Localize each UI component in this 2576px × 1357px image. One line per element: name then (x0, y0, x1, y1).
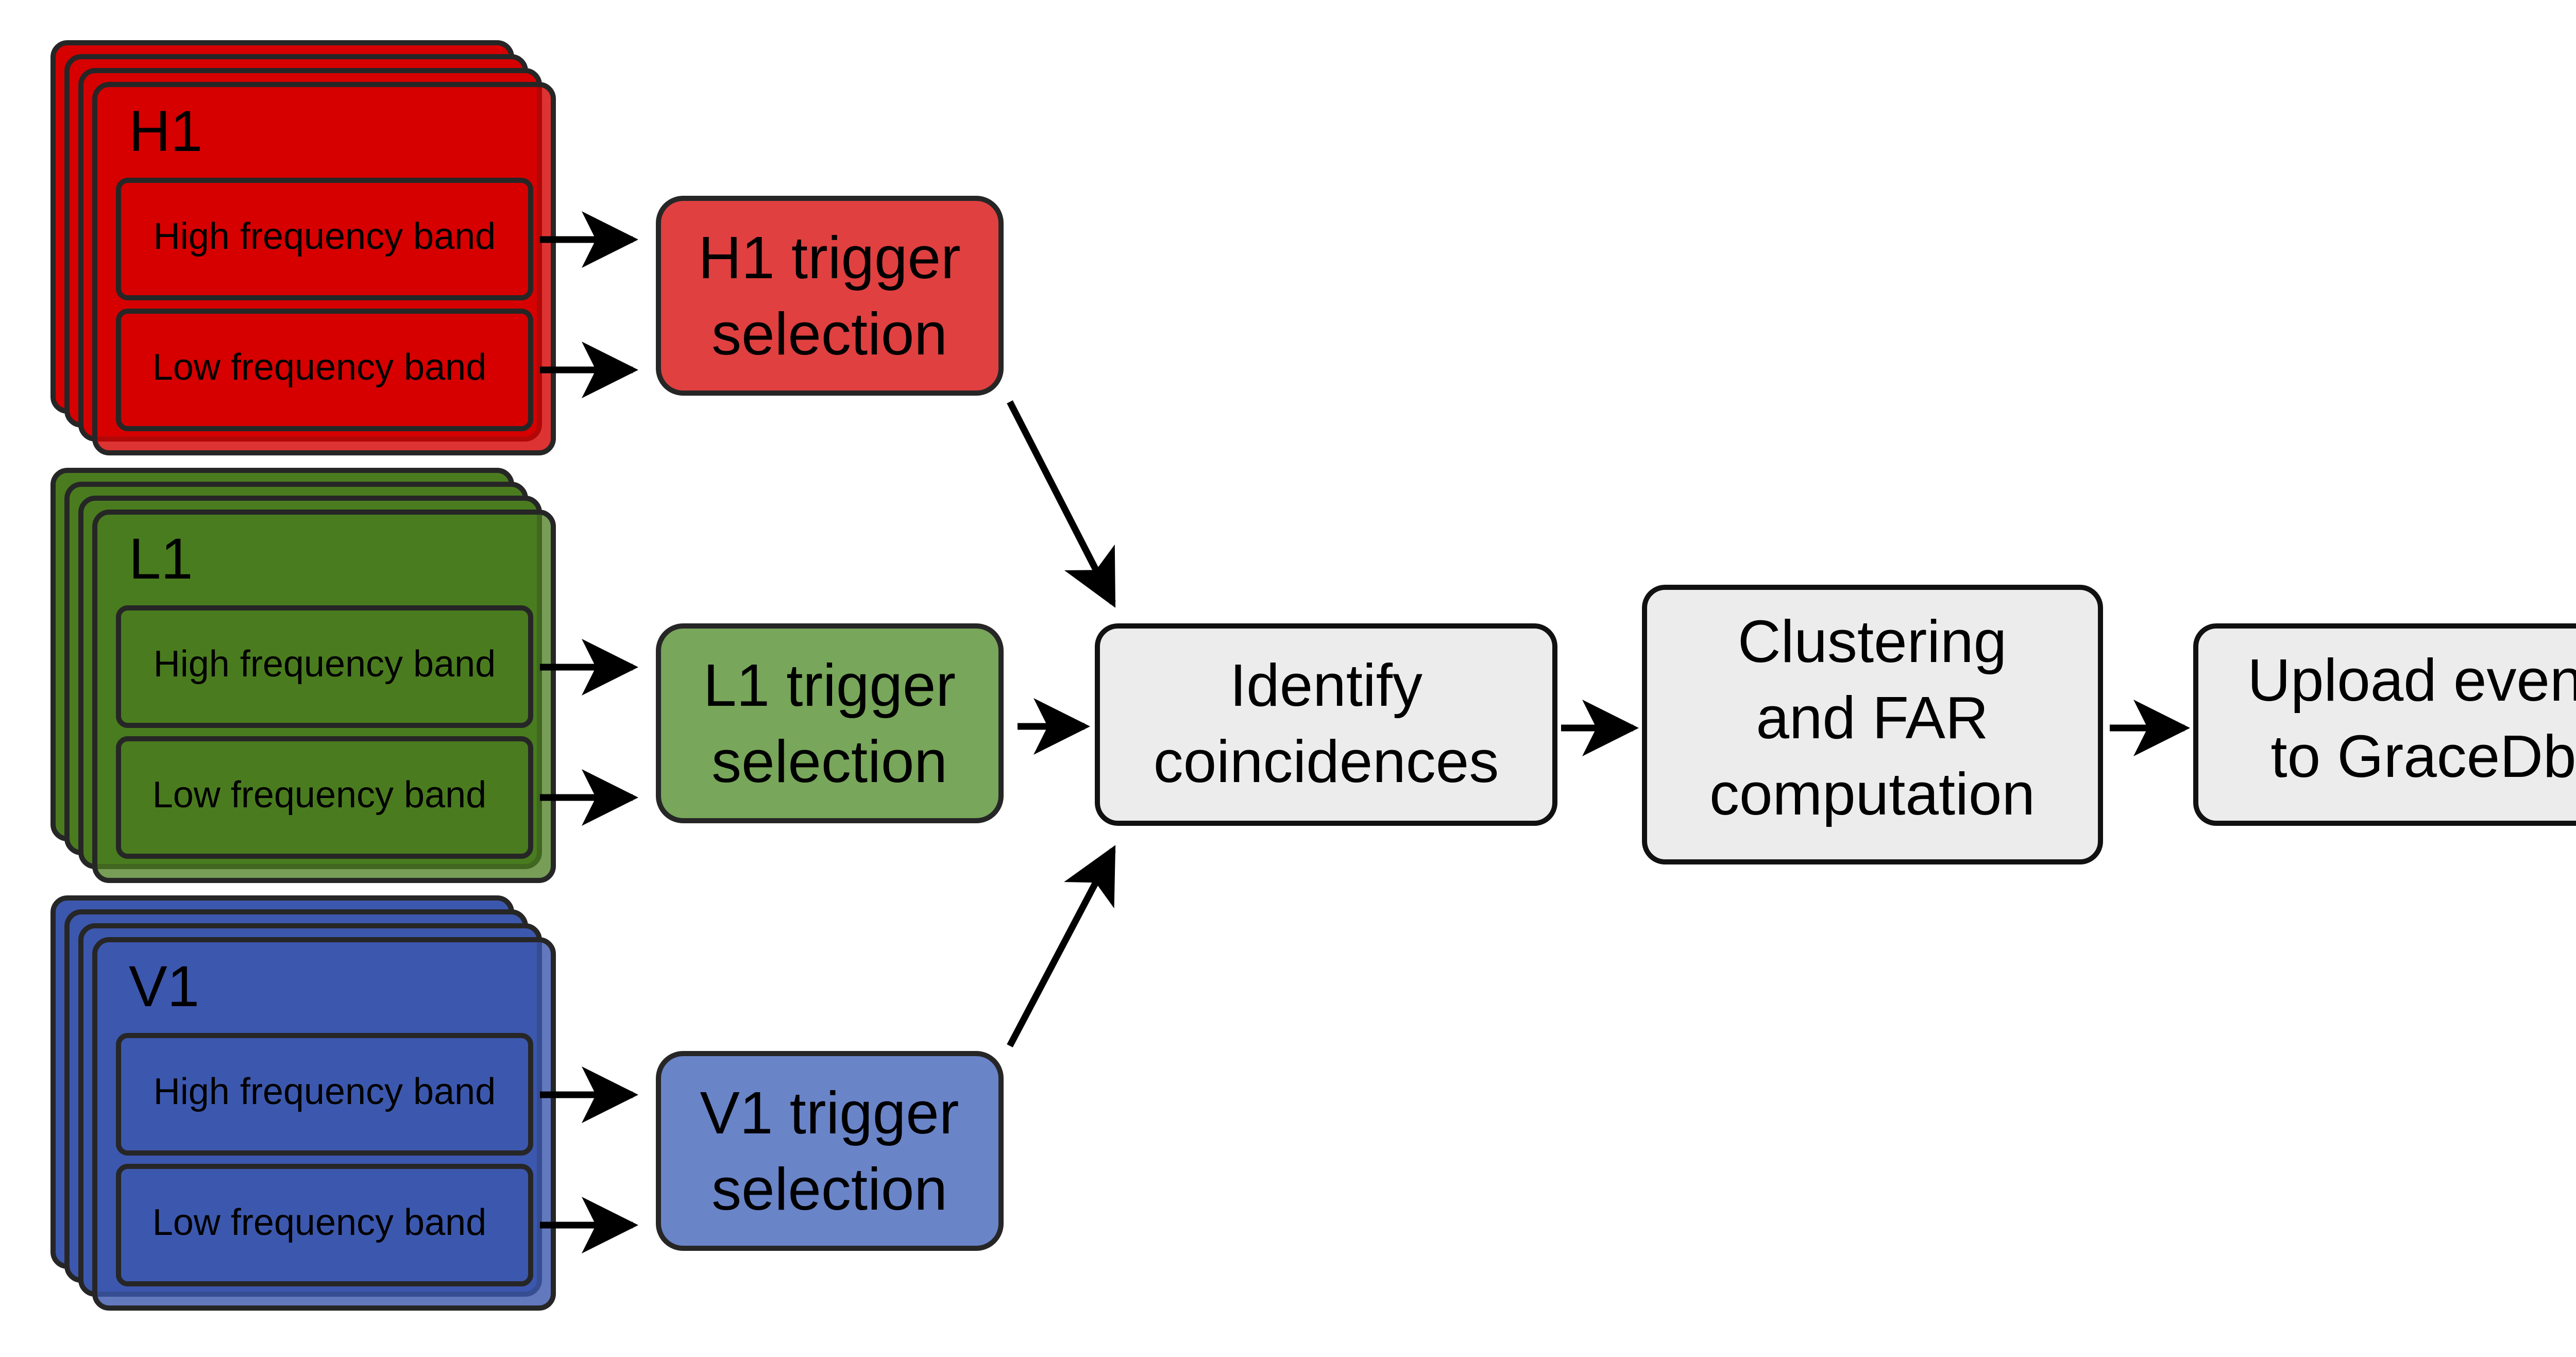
process-label-clustering-line2: and FAR (1756, 684, 1988, 751)
process-box-upload: Upload event to GraceDb (2193, 623, 2576, 826)
band-label-h1-low: Low frequency band (152, 347, 486, 388)
band-box-l1-low (116, 736, 533, 859)
arrow-v1-to-coincidence (1007, 845, 1116, 1048)
trigger-label-v1-line1: V1 trigger (700, 1079, 959, 1146)
process-box-coincidence: Identify coincidences (1095, 623, 1557, 826)
process-label-clustering-line3: computation (1709, 760, 2035, 827)
process-label-upload-line2: to GraceDb (2270, 723, 2576, 790)
detector-stack-h1: H1 High frequency band Low frequency ban… (50, 40, 556, 455)
trigger-box-v1: V1 trigger selection (656, 1051, 1004, 1251)
band-box-v1-low (116, 1164, 533, 1286)
trigger-label-v1-line2: selection (711, 1156, 947, 1223)
band-label-h1-high: High frequency band (154, 216, 496, 257)
detector-label-h1: H1 (129, 99, 202, 163)
band-label-v1-high: High frequency band (154, 1071, 496, 1112)
trigger-arrows (1007, 400, 1116, 1048)
detector-label-l1: L1 (129, 527, 193, 591)
band-arrows (540, 211, 638, 1253)
detector-stack-l1: L1 High frequency band Low frequency ban… (50, 468, 556, 883)
band-box-h1-high (116, 178, 533, 300)
band-box-v1-high (116, 1033, 533, 1156)
trigger-label-h1-line2: selection (711, 300, 947, 367)
detector-label-v1: V1 (129, 954, 199, 1019)
band-label-l1-high: High frequency band (154, 643, 496, 685)
process-label-clustering-line1: Clustering (1738, 608, 2007, 675)
band-box-h1-low (116, 309, 533, 431)
arrow-h1-to-coincidence (1007, 400, 1116, 608)
trigger-label-l1-line1: L1 trigger (703, 652, 956, 719)
detector-stack-v1: V1 High frequency band Low frequency ban… (50, 895, 556, 1311)
trigger-label-l1-line2: selection (711, 728, 947, 795)
band-label-v1-low: Low frequency band (152, 1202, 486, 1243)
process-label-coincidence-line2: coincidences (1154, 728, 1499, 795)
trigger-label-h1-line1: H1 trigger (698, 224, 960, 291)
process-label-coincidence-line1: Identify (1230, 652, 1422, 719)
band-label-l1-low: Low frequency band (152, 774, 486, 816)
process-label-upload-line1: Upload event (2247, 647, 2576, 714)
trigger-box-h1: H1 trigger selection (656, 196, 1004, 396)
trigger-box-l1: L1 trigger selection (656, 623, 1004, 823)
process-box-clustering: Clustering and FAR computation (1642, 585, 2103, 864)
band-box-l1-high (116, 605, 533, 728)
